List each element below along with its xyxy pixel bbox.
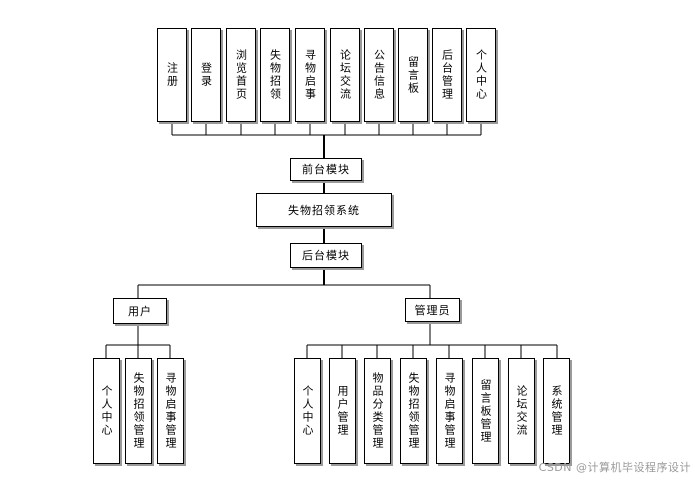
front-module-forum: 论坛交流 [330, 28, 360, 122]
admin-role-node: 管理员 [405, 298, 460, 322]
user-module-label: 寻物启事管理 [164, 372, 177, 450]
watermark: CSDN @计算机毕设程序设计 [538, 461, 691, 474]
front-module-label: 失物招领 [268, 49, 282, 101]
user-role-node: 用户 [113, 298, 167, 324]
front-module-node-label: 前台模块 [302, 163, 350, 176]
front-module-browse-home: 浏览首页 [226, 28, 256, 122]
front-module-node: 前台模块 [290, 158, 362, 181]
admin-module-lost-notice-manage: 寻物启事管理 [436, 358, 463, 464]
front-module-message-board: 留言板 [398, 28, 428, 122]
user-role-label: 用户 [128, 304, 152, 318]
front-module-label: 论坛交流 [338, 49, 352, 101]
admin-module-label: 留言板管理 [479, 378, 492, 444]
admin-module-system-manage: 系统管理 [543, 358, 570, 464]
admin-module-message-board-manage: 留言板管理 [472, 358, 499, 464]
admin-role-label: 管理员 [414, 303, 451, 317]
front-module-label: 登录 [199, 62, 213, 88]
front-module-login: 登录 [191, 28, 221, 122]
front-module-announcements: 公告信息 [364, 28, 394, 122]
admin-module-forum: 论坛交流 [508, 358, 535, 464]
front-module-personal-center: 个人中心 [466, 28, 496, 122]
front-module-label: 寻物启事 [303, 49, 317, 101]
front-module-backend: 后台管理 [432, 28, 462, 122]
admin-module-label: 论坛交流 [515, 385, 528, 437]
admin-module-label: 用户管理 [336, 385, 349, 437]
admin-module-lost-found-manage: 失物招领管理 [400, 358, 427, 464]
back-module-node: 后台模块 [290, 243, 362, 268]
front-module-label: 注册 [165, 62, 179, 88]
front-module-label: 公告信息 [372, 49, 386, 101]
admin-module-user-manage: 用户管理 [329, 358, 356, 464]
user-module-lost-notice-manage: 寻物启事管理 [157, 358, 184, 464]
user-module-label: 失物招领管理 [132, 372, 145, 450]
user-module-label: 个人中心 [100, 385, 113, 437]
front-module-lost-notice: 寻物启事 [295, 28, 325, 122]
user-module-lost-found-manage: 失物招领管理 [125, 358, 152, 464]
admin-module-label: 失物招领管理 [407, 372, 420, 450]
back-module-node-label: 后台模块 [302, 249, 350, 262]
admin-module-category-manage: 物品分类管理 [364, 358, 391, 464]
front-module-label: 个人中心 [474, 49, 488, 101]
system-node-label: 失物招领系统 [288, 203, 360, 217]
front-module-label: 浏览首页 [234, 49, 248, 101]
admin-module-label: 个人中心 [301, 385, 314, 437]
front-module-register: 注册 [157, 28, 187, 122]
system-node: 失物招领系统 [256, 193, 392, 227]
front-module-lost-found: 失物招领 [260, 28, 290, 122]
front-module-label: 留言板 [406, 55, 420, 95]
admin-module-label: 物品分类管理 [371, 372, 384, 450]
admin-module-label: 寻物启事管理 [443, 372, 456, 450]
front-module-label: 后台管理 [440, 49, 454, 101]
user-module-personal-center: 个人中心 [93, 358, 120, 464]
admin-module-label: 系统管理 [550, 385, 563, 437]
admin-module-personal-center: 个人中心 [294, 358, 321, 464]
